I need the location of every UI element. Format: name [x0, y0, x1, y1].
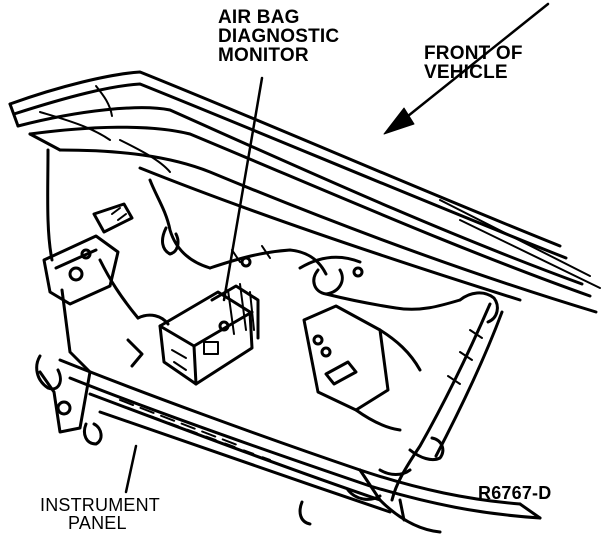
instrument-panel-rail	[60, 360, 540, 532]
label-line: FRONT OF	[424, 43, 523, 64]
label-line: DIAGNOSTIC	[218, 26, 340, 47]
label-line: VEHICLE	[424, 62, 508, 83]
panel-leader-line	[126, 446, 136, 492]
wiring-harness	[100, 180, 497, 322]
monitor-leader-line	[224, 78, 262, 300]
left-bracket	[37, 150, 132, 444]
cowl-panel	[10, 72, 600, 312]
label-instrument-panel: INSTRUMENT PANEL	[40, 496, 160, 532]
label-line: INSTRUMENT	[40, 495, 160, 515]
right-bracket	[304, 306, 420, 430]
figure-code: R6767-D	[478, 483, 552, 503]
diagnostic-monitor-module	[128, 284, 258, 384]
label-air-bag-diagnostic-monitor: AIR BAG DIAGNOSTIC MONITOR	[218, 8, 339, 65]
front-arrow-shaft	[398, 4, 548, 124]
leader-lines	[126, 4, 548, 492]
label-front-of-vehicle: FRONT OF VEHICLE	[424, 44, 523, 82]
label-line: AIR BAG	[218, 7, 300, 28]
front-arrow-head	[384, 108, 414, 134]
label-line: PANEL	[68, 513, 127, 533]
label-line: MONITOR	[218, 45, 309, 66]
right-column	[300, 304, 502, 524]
